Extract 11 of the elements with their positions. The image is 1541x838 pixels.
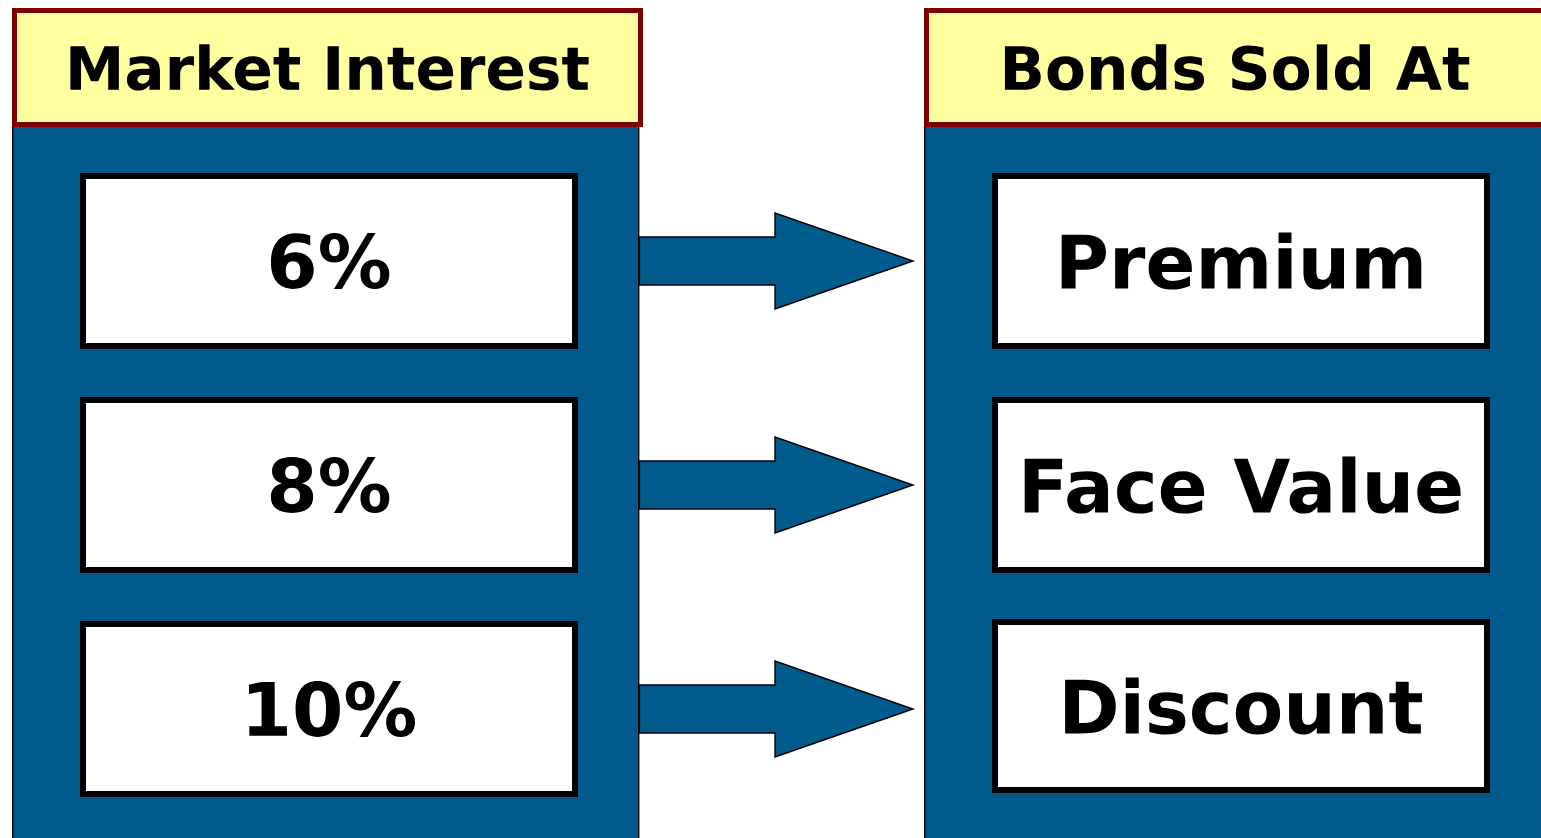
text-box: Premium xyxy=(992,172,1490,349)
text-box: Discount xyxy=(992,619,1490,793)
text-box: 10% xyxy=(80,621,578,797)
block-arrow xyxy=(638,436,916,534)
text-box: Face Value xyxy=(992,396,1490,573)
block-arrow xyxy=(638,660,916,758)
text-box: 8% xyxy=(80,396,578,573)
column-header: Bonds Sold At xyxy=(924,7,1541,127)
text-box: 6% xyxy=(80,172,578,349)
block-arrow xyxy=(638,211,916,310)
column-header: Market Interest xyxy=(12,7,643,127)
